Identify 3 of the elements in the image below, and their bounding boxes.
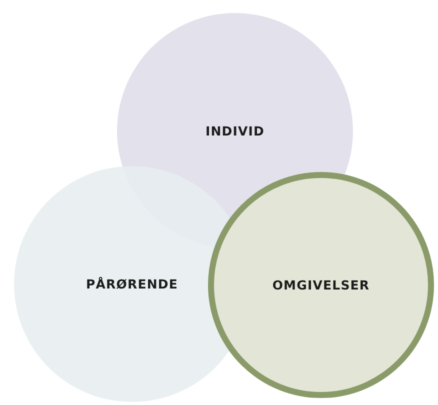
circle-label: INDIVID [205, 124, 265, 138]
circle-label: OMGIVELSER [272, 278, 370, 292]
circle-label: PÅRØRENDE [86, 276, 178, 292]
